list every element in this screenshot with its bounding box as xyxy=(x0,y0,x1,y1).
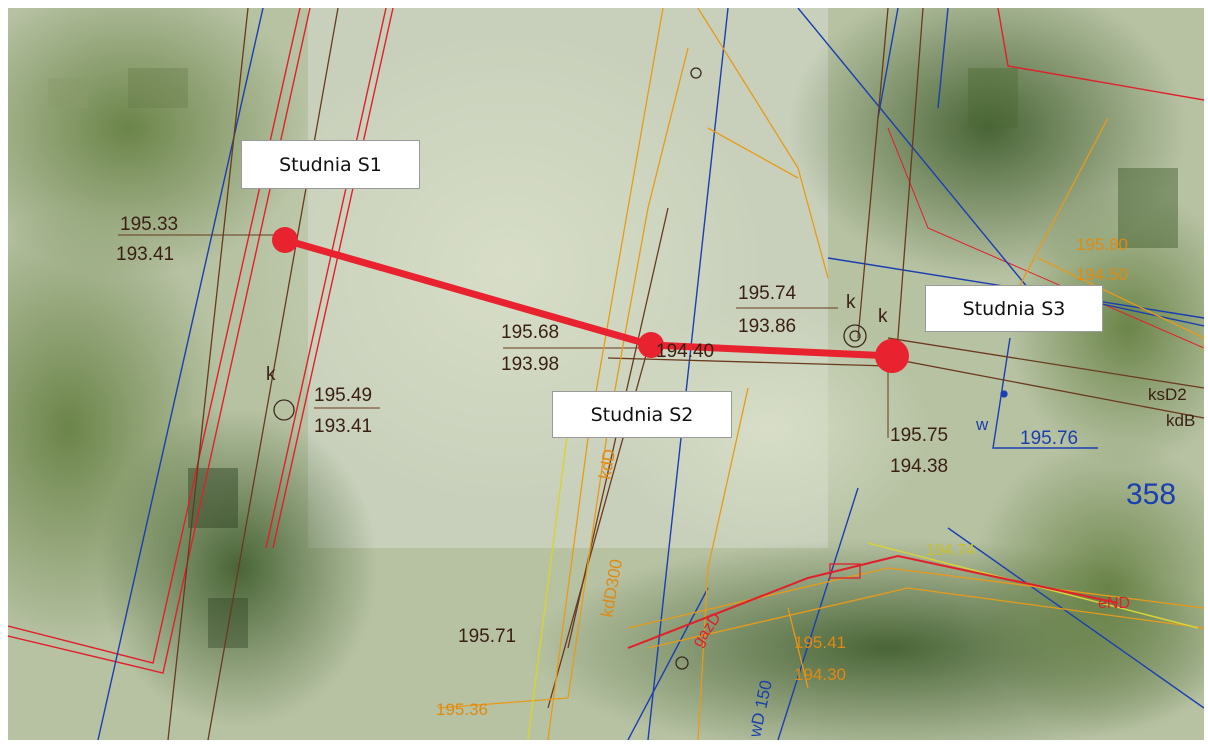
red-road-lines xyxy=(8,8,1204,674)
k-mid-top: 195.74 xyxy=(738,283,797,304)
well-s1-marker xyxy=(272,227,298,253)
k-letter-left: k xyxy=(266,364,276,385)
lower-right-top: 195.41 xyxy=(794,633,846,652)
well-s2-label: Studnia S2 xyxy=(552,391,732,438)
aerial-background xyxy=(8,8,1204,740)
pipe-kd-short-label: kdD xyxy=(595,448,619,481)
orange-network-lines xyxy=(437,8,1204,740)
drainage-route xyxy=(272,227,909,373)
well-s3-label: Studnia S3 xyxy=(925,285,1103,332)
blue-labels: 195.76 w 358 wD 150 xyxy=(745,415,1176,740)
bottom-left-value: 195.36 xyxy=(436,700,488,719)
elevation-labels: 195.33 193.41 195.49 193.41 195.68 193.9… xyxy=(116,214,948,647)
orange-labels: 195.80 194.50 195.41 194.30 195.36 kdD30… xyxy=(436,235,1128,719)
map-svg: 195.33 193.41 195.49 193.41 195.68 193.9… xyxy=(8,8,1204,740)
w-letter: w xyxy=(975,415,989,434)
k-left-top: 195.49 xyxy=(314,385,372,406)
pipe-labels: ksD2 kdB xyxy=(1148,385,1195,430)
right-upper-top: 195.80 xyxy=(1076,235,1128,254)
k-mid-bottom: 193.86 xyxy=(738,316,796,337)
well-s1-top-elevation: 195.33 xyxy=(120,214,178,235)
map-canvas[interactable]: 195.33 193.41 195.49 193.41 195.68 193.9… xyxy=(8,8,1204,740)
parcel-number: 358 xyxy=(1126,478,1176,511)
manhole-symbols xyxy=(273,67,1008,670)
well-s1-bottom-elevation: 193.41 xyxy=(116,244,174,265)
well-s3-bottom-elevation: 194.38 xyxy=(890,456,948,477)
yellow-level: 194.74 xyxy=(926,542,975,559)
pipe-ks-label: ksD2 xyxy=(1148,385,1187,404)
brown-network-lines xyxy=(118,8,1204,740)
right-upper-bottom: 194.50 xyxy=(1076,265,1128,284)
red-utility-line xyxy=(627,554,1119,649)
well-s2-bottom-elevation: 193.98 xyxy=(501,354,559,375)
k-letter-right: k xyxy=(878,306,888,327)
well-s2-side-elevation: 194.40 xyxy=(656,341,714,362)
lower-right-bottom: 194.30 xyxy=(794,665,846,684)
yellow-labels: 194.74 xyxy=(926,542,975,559)
well-s3-top-elevation: 195.75 xyxy=(890,425,948,446)
well-s1-label: Studnia S1 xyxy=(241,140,420,189)
pipe-red-label: eND xyxy=(1098,595,1130,612)
well-s2-top-elevation: 195.68 xyxy=(501,322,559,343)
pipe-kd-right-label: kdB xyxy=(1166,411,1195,430)
blue-level: 195.76 xyxy=(1020,428,1078,449)
well-s2-marker xyxy=(638,332,664,358)
well-s3-marker xyxy=(875,339,909,373)
k-letter-mid: k xyxy=(846,292,856,313)
lower-level: 195.71 xyxy=(458,626,516,647)
k-left-bottom: 193.41 xyxy=(314,416,372,437)
